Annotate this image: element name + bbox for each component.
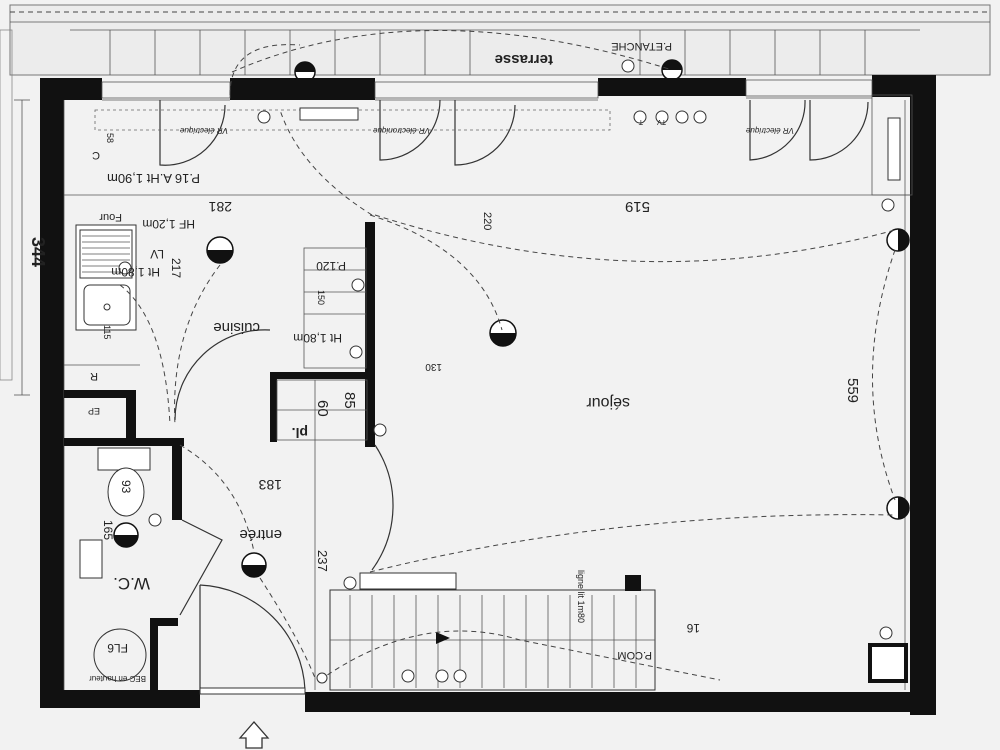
room-labels: séjour terrasse cuisine entrée W.C. pl. (113, 51, 630, 593)
label-ht180-cuisine: Ht 1,80m (293, 331, 342, 345)
placard (276, 379, 368, 441)
label-t: T (638, 118, 643, 125)
label-vr-mid: VR électronique (373, 126, 430, 135)
dim-217: 217 (169, 258, 183, 278)
terrace-light-left-icon (294, 61, 316, 83)
label-p120: P.120 (316, 259, 346, 273)
entry-door-arc (199, 584, 306, 691)
dim-58: 58 (105, 133, 115, 143)
label-ht180-lv: Ht 1,80m (111, 265, 160, 279)
vr-box (299, 107, 359, 121)
label-vr-left: VR électrique (179, 126, 228, 135)
room-entree: entrée (239, 526, 282, 543)
wc-light-icon (113, 522, 139, 548)
entry-arrow-icon (238, 721, 270, 749)
wc-door (179, 519, 223, 616)
window-frames (101, 79, 873, 101)
label-lv: LV (150, 247, 164, 261)
living-wall-light-upper-icon (886, 228, 910, 252)
kitchen-fixtures (64, 224, 140, 366)
label-bec: BEC en hauteur (89, 674, 146, 683)
corner-column (868, 643, 908, 683)
label-pcom: P.COM (617, 649, 652, 661)
dim-344: 344 (28, 237, 48, 267)
radiator (887, 117, 901, 181)
label-tv: TV (657, 118, 666, 125)
living-wall-light-lower-icon (886, 496, 910, 520)
dim-16: 16 (686, 621, 700, 635)
label-ligne-lit: ligne lit 1m80 (576, 570, 586, 623)
dim-519: 519 (625, 198, 650, 215)
left-dimension-rule (0, 29, 30, 396)
kitchen-cabinet-stair (303, 247, 367, 369)
label-p16: P.16 A.Ht 1,90m (107, 171, 200, 186)
entry-light-icon (241, 552, 267, 578)
dim-150: 150 (316, 290, 326, 305)
window-leaves (159, 99, 869, 166)
kitchen-light-icon (206, 236, 234, 264)
living-door-arc (371, 444, 394, 571)
label-c: C (92, 149, 100, 161)
terrace-outlet-icon (621, 59, 635, 73)
dim-115: 115 (102, 325, 112, 339)
room-sejour: séjour (586, 394, 630, 411)
dim-130: 130 (425, 361, 442, 372)
dim-237: 237 (315, 550, 330, 572)
dim-60: 60 (314, 400, 331, 417)
wiring-lines (119, 44, 896, 681)
living-light-center-icon (489, 319, 517, 347)
dim-281: 281 (208, 199, 232, 215)
label-fl6: FL6 (107, 641, 128, 655)
label-ep: EP (88, 406, 100, 416)
dim-93: 93 (119, 480, 133, 494)
dim-220: 220 (481, 212, 493, 230)
room-placard: pl. (292, 425, 308, 441)
label-hf: HF 1,20m (142, 217, 195, 231)
dim-85: 85 (341, 392, 358, 409)
terrace-light-right-icon (661, 59, 683, 81)
wc-fixtures (79, 447, 151, 682)
dim-559: 559 (844, 378, 861, 403)
outlets (118, 110, 895, 684)
kitchen-door-arc (174, 329, 271, 421)
shelf-line (94, 109, 611, 131)
annotation-labels: P.ETANCHE VR électrique VR électronique … (88, 40, 794, 683)
label-four: Four (99, 211, 122, 223)
dimension-labels: 519 559 281 220 237 183 130 150 115 58 8… (28, 133, 861, 635)
label-r: R (90, 370, 98, 382)
label-p-etanche: P.ETANCHE (611, 40, 672, 52)
room-cuisine: cuisine (213, 319, 260, 336)
room-terrasse: terrasse (495, 51, 553, 68)
label-vr-right: VR électrique (745, 126, 794, 135)
dim-183: 183 (258, 477, 282, 493)
dim-165: 165 (101, 520, 115, 540)
outer-walls (40, 75, 936, 715)
interior-walls (64, 222, 375, 690)
terrace-strip (9, 4, 991, 83)
room-wc: W.C. (113, 574, 150, 593)
